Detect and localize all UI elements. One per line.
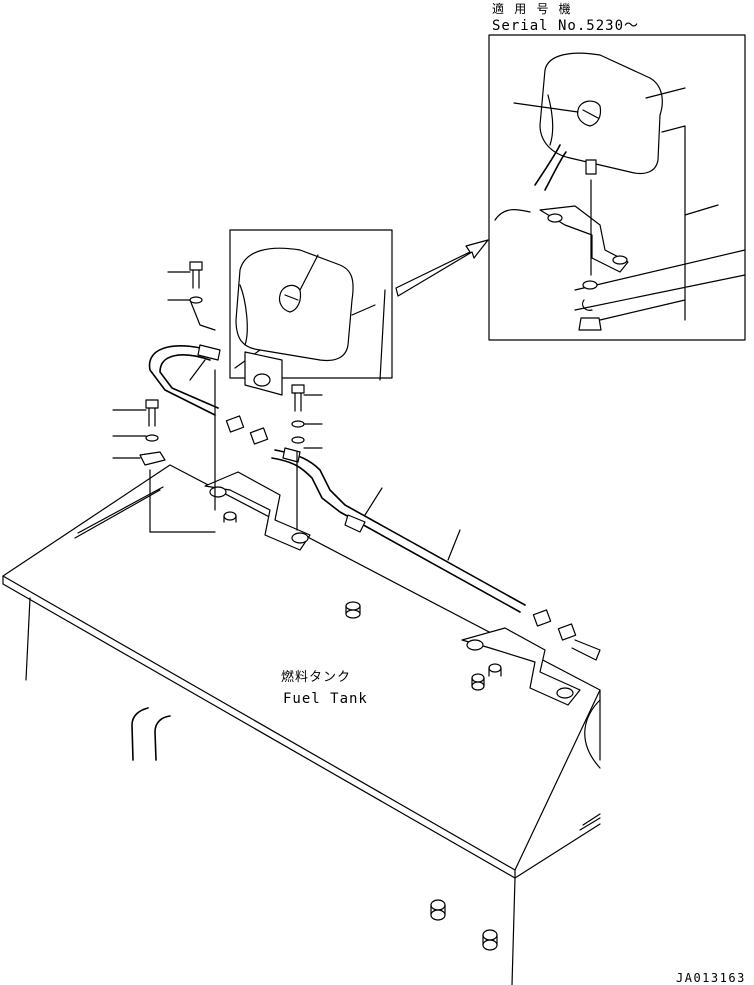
drawing-code: JA013163 <box>676 971 746 985</box>
leader-lines <box>112 271 461 561</box>
inset-applicable-label: 適 用 号 機 <box>492 1 572 16</box>
mount-bracket-left <box>204 471 311 551</box>
reserve-tank-main <box>229 229 393 396</box>
tank-label-en: Fuel Tank <box>283 691 368 707</box>
mount-bracket-right <box>461 627 581 706</box>
arrow-icon <box>395 239 489 297</box>
inset-serial-label: Serial No.5230～ <box>492 18 639 34</box>
tank-label-jp: 燃料タンク <box>281 669 351 685</box>
fuel-tank: 燃料タンク Fuel Tank <box>2 464 601 985</box>
inset-detail: 適 用 号 機 Serial No.5230～ <box>488 1 746 341</box>
hose <box>148 344 601 661</box>
